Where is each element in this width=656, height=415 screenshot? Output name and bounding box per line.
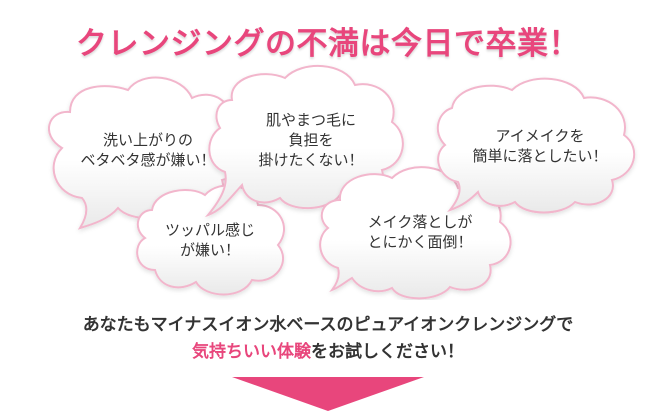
bubble-4-line1: ツッパル感じ (164, 221, 255, 239)
bubble-1-line2: ベタベタ感が嫌い！ (80, 151, 216, 169)
speech-bubbles (48, 65, 635, 300)
lead-highlight: 気持ちいい体験 (192, 342, 311, 362)
bubble-3-line2: 簡単に落としたい！ (472, 147, 608, 165)
lead-line-2-rest: をお試しください！ (311, 342, 464, 362)
speech-bubble-3 (436, 77, 635, 214)
headline: クレンジングの不満は今日で卒業！ (76, 26, 580, 62)
bubble-4-line2: が嫌い！ (179, 241, 240, 259)
bubble-2-line1: 肌やまつ毛に (265, 111, 356, 129)
bubble-1-text: 洗い上がりの ベタベタ感が嫌い！ (78, 130, 218, 170)
down-arrow-icon (232, 377, 424, 411)
bubble-1-line1: 洗い上がりの (102, 131, 193, 149)
bubble-5-text: メイク落としが とにかく面倒！ (340, 212, 500, 252)
bubble-2-text: 肌やまつ毛に 負担を 掛けたくない！ (236, 110, 386, 170)
lead-line-2: 気持ちいい体験をお試しください！ (0, 340, 656, 364)
lead-line-1: あなたもマイナスイオン水ベースのピュアイオンクレンジングで (82, 315, 574, 335)
bubble-4-text: ツッパル感じ が嫌い！ (150, 220, 270, 260)
bubble-5-line2: とにかく面倒！ (367, 233, 473, 251)
bubble-2-line2: 負担を (288, 131, 334, 149)
bubble-3-text: アイメイクを 簡単に落としたい！ (460, 126, 620, 166)
bubble-3-line1: アイメイクを (495, 127, 585, 145)
bubble-2-line3: 掛けたくない！ (258, 151, 364, 169)
bubble-5-line1: メイク落としが (367, 213, 473, 231)
speech-bubble-4 (136, 184, 285, 296)
